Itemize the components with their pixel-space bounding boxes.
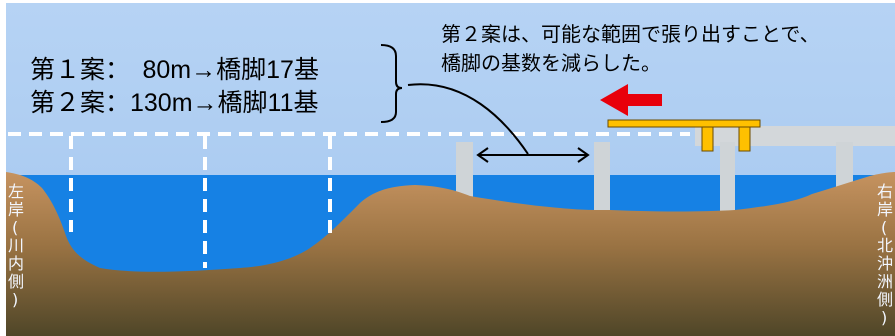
proposed-girder — [607, 119, 761, 152]
red-arrow-icon — [600, 84, 662, 116]
note-line1: 第２案は、可能な範囲で張り出すことで、 — [441, 23, 820, 46]
right-bank-char: 北 — [877, 236, 893, 255]
right-bank-char: 右 — [877, 182, 893, 201]
right-bank-char: ) — [881, 308, 887, 327]
left-bank-char: 内 — [8, 254, 24, 273]
left-bank-label: 左 岸 ( 川 内 側 ) — [8, 182, 24, 309]
left-bank-char: ( — [12, 218, 18, 237]
right-bank-label: 右 岸 ( 北 沖 洲 側 ) — [877, 182, 893, 327]
right-bank-char: 洲 — [877, 272, 893, 291]
dashed-guidelines — [8, 132, 690, 268]
pier — [456, 142, 473, 202]
right-bank-char: 側 — [877, 290, 893, 309]
left-bank-char: 側 — [8, 272, 24, 291]
right-bank-char: 岸 — [877, 200, 893, 219]
span-arrow — [476, 147, 590, 163]
plan2-text: 第２案：130m→橋脚11基 — [30, 89, 319, 117]
left-bank-char: 左 — [8, 182, 24, 201]
right-bank-char: 沖 — [877, 254, 893, 273]
left-bank-char: 岸 — [8, 200, 24, 219]
note-line2: 橋脚の基数を減らした。 — [441, 52, 661, 75]
right-bank-char: ( — [881, 218, 887, 237]
bracket — [380, 44, 403, 123]
left-bank-char: 川 — [8, 236, 24, 255]
riverbed-ground — [6, 172, 895, 336]
callout-leader — [407, 83, 529, 155]
plan1-text: 第１案： 80m→橋脚17基 — [30, 56, 319, 84]
left-bank-char: ) — [12, 290, 18, 309]
